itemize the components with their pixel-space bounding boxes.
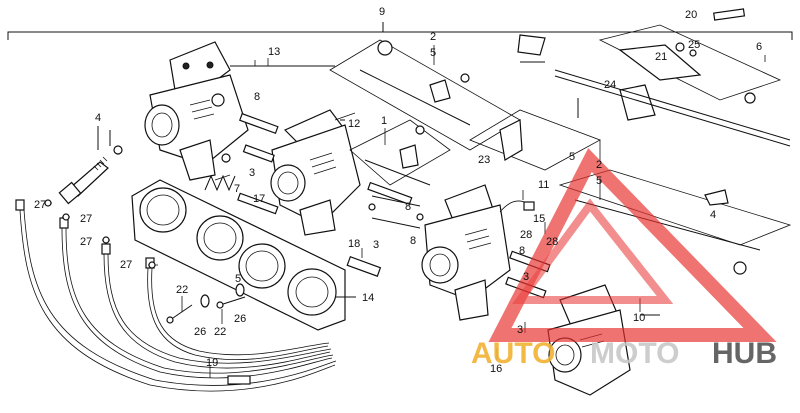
spring-7 [204,153,236,192]
callout-7: 7 [234,183,240,195]
watermark-word-hub: HUB [712,337,777,370]
callout-16: 16 [490,363,502,375]
callout-5c: 5 [596,175,602,187]
callout-22b: 22 [214,326,226,338]
callout-8c: 8 [410,235,416,247]
callout-14: 14 [362,292,374,304]
callout-5: 5 [430,47,436,59]
watermark-word-moto: MOTO [590,337,679,370]
carburetor-holder-14 [131,179,356,331]
callout-27c: 27 [80,236,92,248]
callout-28: 28 [520,229,532,241]
callout-23: 23 [478,154,490,166]
adjust-screw-4 [58,126,123,205]
callout-17: 17 [253,193,265,205]
callout-11: 11 [538,179,549,191]
pin-20 [713,8,746,21]
callout-5d: 5 [235,273,241,285]
callout-4: 4 [95,112,101,124]
choke-link-6 [554,24,791,147]
carburetor-11 [421,184,535,321]
callout-12: 12 [348,118,360,130]
watermark-word-auto: AUTO [471,337,555,370]
callout-19: 19 [206,357,218,369]
callout-2: 2 [430,31,436,43]
callout-3b: 3 [373,239,379,251]
callout-3d: 3 [523,271,529,283]
callout-26b: 26 [234,313,246,325]
callout-6: 6 [756,41,762,53]
watermark: AUTO MOTO HUB [471,148,777,370]
callout-21: 21 [655,51,667,63]
carburetor-13 [144,41,335,181]
callout-13: 13 [268,46,280,58]
bolts-washers-22-26 [166,283,246,324]
watermark-triangle [488,148,777,342]
callout-3c: 3 [517,324,523,336]
callout-4b: 4 [710,209,716,221]
callout-27d: 27 [120,259,132,271]
callout-20: 20 [685,9,697,21]
callout-10: 10 [633,312,645,324]
callout-9: 9 [379,6,385,18]
callout-26: 26 [194,326,206,338]
cable-clips-27 [44,199,158,269]
callout-1: 1 [381,115,387,127]
callout-2b: 2 [596,159,602,171]
callout-25: 25 [688,39,700,51]
linkage-assembly-23 [469,34,601,171]
callout-8d: 8 [519,245,525,257]
throttle-cables [15,199,337,392]
leader-lines [209,55,766,378]
callout-18: 18 [348,238,360,250]
carburetor-12 [270,109,361,236]
callout-15: 15 [533,213,545,225]
linkage-assembly-1 [349,119,451,229]
pins-8-17-18 [237,112,551,299]
callout-labels: 9 13 2 5 20 6 25 21 24 8 12 4 1 23 5 2 5… [34,6,762,375]
callout-8b: 8 [405,201,411,213]
linkage-assembly-2-5 [329,39,521,151]
callout-3: 3 [249,167,255,179]
assembly-bracket-9 [7,22,793,40]
callout-22: 22 [176,284,188,296]
callout-27: 27 [34,199,46,211]
callout-8: 8 [254,91,260,103]
linkage-assembly-right [558,169,792,275]
callout-5b: 5 [569,151,575,163]
callout-28b: 28 [546,236,558,248]
callout-24: 24 [604,79,616,91]
callout-27b: 27 [80,213,92,225]
